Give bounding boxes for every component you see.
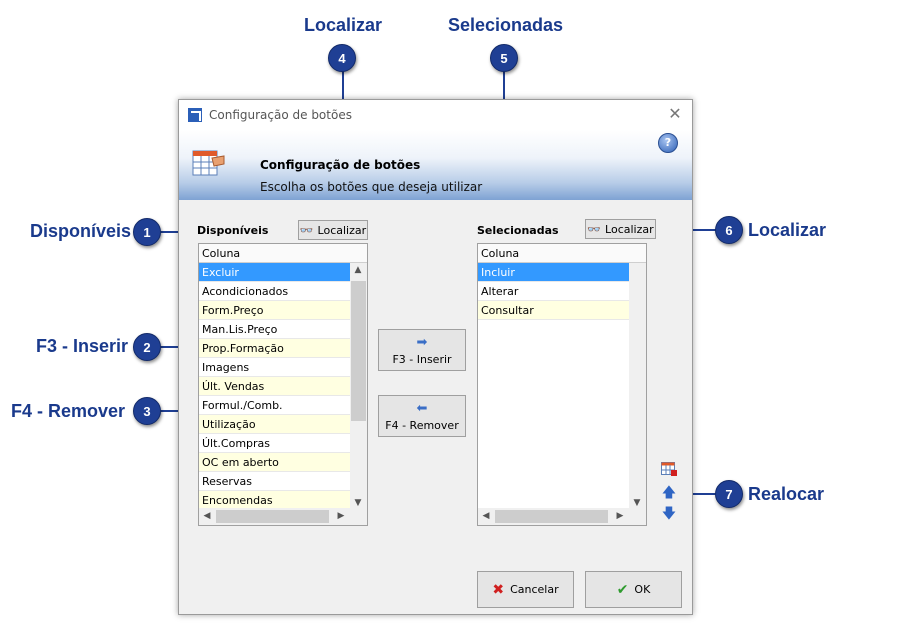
- available-grid[interactable]: Coluna Excluir Acondicionados Form.Preço…: [198, 243, 368, 526]
- scroll-up-icon[interactable]: ▲: [354, 265, 362, 275]
- callout-badge-5: 5: [490, 44, 518, 72]
- list-item[interactable]: Imagens: [199, 358, 351, 377]
- scroll-left-icon[interactable]: ◀: [203, 511, 211, 521]
- callout-badge-2: 2: [133, 333, 161, 361]
- dialog-header: Configuração de botões Escolha os botões…: [179, 130, 692, 200]
- available-rows: Excluir Acondicionados Form.Preço Man.Li…: [199, 263, 351, 510]
- grid-config-graphic: [661, 462, 677, 476]
- remove-button[interactable]: ⬅ F4 - Remover: [378, 395, 466, 437]
- find-available-button[interactable]: 👓 Localizar: [298, 220, 368, 240]
- available-label: Disponíveis: [197, 224, 269, 237]
- available-column-header[interactable]: Coluna: [199, 244, 367, 263]
- available-vertical-scrollbar[interactable]: ▲ ▼: [350, 263, 367, 510]
- callout-label-remove: F4 - Remover: [11, 401, 126, 421]
- binoculars-icon: 👓: [299, 223, 314, 237]
- app-icon: [188, 108, 202, 122]
- callout-badge-6: 6: [715, 216, 743, 244]
- header-subtitle: Escolha os botões que deseja utilizar: [260, 180, 483, 194]
- title-bar: Configuração de botões ✕: [179, 100, 692, 130]
- list-item[interactable]: Prop.Formação: [199, 339, 351, 358]
- check-icon: ✔: [616, 581, 629, 598]
- list-item[interactable]: OC em aberto: [199, 453, 351, 472]
- list-item[interactable]: Consultar: [478, 301, 630, 320]
- callout-badge-7: 7: [715, 480, 743, 508]
- scroll-right-icon[interactable]: ▶: [337, 511, 345, 521]
- grid-config-icon[interactable]: [660, 462, 678, 478]
- callout-badge-4: 4: [328, 44, 356, 72]
- ok-button[interactable]: ✔ OK: [585, 571, 682, 608]
- list-item[interactable]: Excluir: [199, 263, 351, 282]
- list-item[interactable]: Formul./Comb.: [199, 396, 351, 415]
- callout-label-reorder: Realocar: [748, 484, 825, 504]
- remove-button-label: F4 - Remover: [385, 418, 459, 432]
- scroll-down-icon[interactable]: ▼: [354, 498, 362, 508]
- cancel-button[interactable]: ✖ Cancelar: [477, 571, 574, 608]
- button-config-icon: [192, 150, 225, 176]
- callout-label-find-available: Localizar: [304, 15, 383, 35]
- list-item[interactable]: Utilização: [199, 415, 351, 434]
- selected-label: Selecionadas: [477, 224, 559, 237]
- selected-rows: Incluir Alterar Consultar: [478, 263, 630, 320]
- ok-button-label: OK: [634, 583, 651, 596]
- callout-badge-3: 3: [133, 397, 161, 425]
- insert-button[interactable]: ➡ F3 - Inserir: [378, 329, 466, 371]
- find-selected-label: Localizar: [605, 222, 654, 236]
- arrow-right-icon: ➡: [416, 334, 428, 350]
- header-title: Configuração de botões: [260, 158, 421, 172]
- list-item[interactable]: Form.Preço: [199, 301, 351, 320]
- list-item[interactable]: Últ. Vendas: [199, 377, 351, 396]
- callout-label-insert: F3 - Inserir: [36, 336, 129, 356]
- list-item[interactable]: Reservas: [199, 472, 351, 491]
- callout-label-find-selected: Localizar: [748, 220, 827, 240]
- find-available-label: Localizar: [317, 223, 367, 237]
- close-icon[interactable]: ✕: [668, 104, 682, 123]
- list-item[interactable]: Man.Lis.Preço: [199, 320, 351, 339]
- available-horizontal-scrollbar[interactable]: ◀ ▶: [199, 508, 367, 525]
- list-item[interactable]: Últ.Compras: [199, 434, 351, 453]
- selected-horizontal-scrollbar[interactable]: ◀ ▶: [478, 508, 646, 525]
- selected-horizontal-thumb[interactable]: [495, 510, 608, 523]
- list-item[interactable]: Incluir: [478, 263, 630, 282]
- available-vertical-thumb[interactable]: [351, 281, 366, 421]
- cancel-button-label: Cancelar: [510, 583, 559, 596]
- find-selected-button[interactable]: 👓 Localizar: [585, 219, 656, 239]
- scroll-right-icon[interactable]: ▶: [616, 511, 624, 521]
- arrow-up-icon[interactable]: 🡅: [661, 485, 677, 501]
- arrow-left-icon: ⬅: [416, 400, 428, 416]
- scroll-left-icon[interactable]: ◀: [482, 511, 490, 521]
- cancel-icon: ✖: [492, 581, 505, 598]
- selected-vertical-scrollbar[interactable]: ▼: [629, 263, 646, 510]
- window-title: Configuração de botões: [209, 108, 352, 122]
- list-item[interactable]: Alterar: [478, 282, 630, 301]
- scroll-down-icon[interactable]: ▼: [633, 498, 641, 508]
- selected-grid[interactable]: Coluna Incluir Alterar Consultar ▼ ◀ ▶: [477, 243, 647, 526]
- binoculars-icon: 👓: [587, 222, 602, 236]
- callout-label-available: Disponíveis: [30, 221, 132, 241]
- arrow-down-icon[interactable]: 🡇: [661, 506, 677, 522]
- selected-column-header[interactable]: Coluna: [478, 244, 646, 263]
- insert-button-label: F3 - Inserir: [392, 352, 452, 366]
- callout-badge-1: 1: [133, 218, 161, 246]
- help-icon[interactable]: ?: [658, 133, 678, 153]
- callout-label-selected: Selecionadas: [448, 15, 564, 35]
- button-config-dialog: Configuração de botões ✕ Configuração de…: [178, 99, 693, 615]
- list-item[interactable]: Acondicionados: [199, 282, 351, 301]
- callout-line-7: [684, 493, 716, 495]
- available-horizontal-thumb[interactable]: [216, 510, 329, 523]
